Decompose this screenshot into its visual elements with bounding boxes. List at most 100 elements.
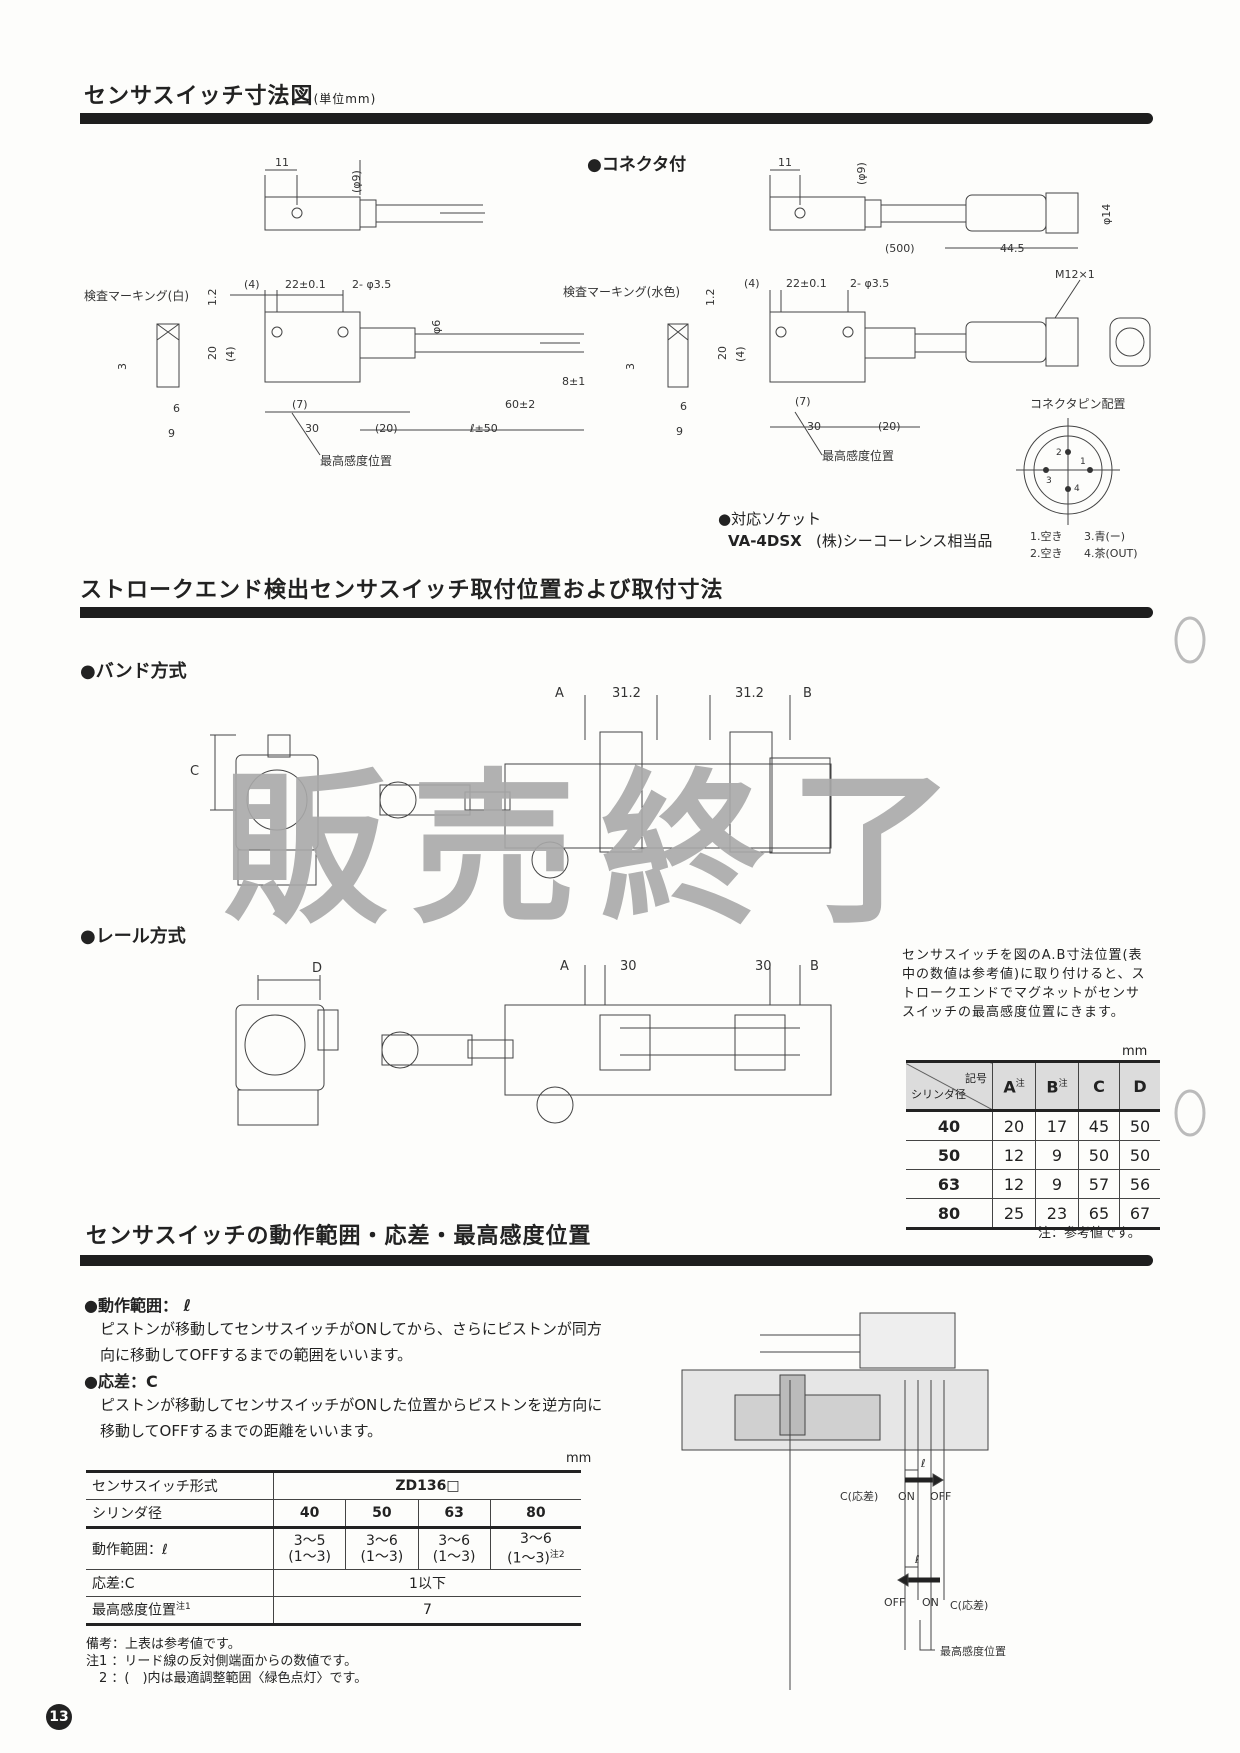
bore: 80	[490, 1499, 581, 1529]
label-on: ON	[898, 1490, 915, 1503]
dim-30: 30	[620, 959, 637, 974]
dim-60: 60±2	[505, 398, 535, 411]
dim-31-2: 31.2	[735, 686, 764, 701]
rail-mount-drawing: D A 30 30 B	[235, 959, 832, 1126]
dim-4: (4)	[744, 277, 760, 290]
rail-label: ●レール方式	[80, 926, 186, 947]
section-title-dimensions: センサスイッチ寸法図(単位mm)	[84, 84, 376, 112]
dim-l: ℓ±50	[469, 422, 498, 435]
row-label: 応差:C	[86, 1569, 274, 1597]
unit-label: (単位mm)	[313, 92, 377, 106]
dim-20: 20	[206, 346, 219, 360]
marking-label: 検査マーキング(水色)	[563, 285, 680, 299]
dim-holes: 2- φ3.5	[850, 277, 889, 290]
range: 3～5	[293, 1532, 326, 1549]
dim-11: 11	[275, 156, 289, 169]
dim-4v: (4)	[224, 346, 237, 362]
bore: 40	[273, 1499, 347, 1529]
pin-2: 2	[1056, 448, 1062, 458]
dim-22: 22±0.1	[285, 278, 326, 291]
cell: 25	[992, 1198, 1037, 1230]
corner-top: 記号	[965, 1072, 987, 1085]
range-optimal: (1～3)	[360, 1548, 404, 1565]
table-notes: 備考：上表は参考値です。 注1 ：リード線の反対側端面からの数値です。 2 ：(…	[86, 1636, 367, 1687]
dim-phi9: (φ9)	[855, 162, 868, 185]
note-mark: 注2	[549, 1550, 565, 1560]
dim-7: (7)	[795, 395, 811, 408]
cell: 9	[1035, 1169, 1079, 1199]
corner-cell: 記号シリンダ径	[906, 1060, 993, 1112]
cell: 12	[992, 1169, 1037, 1199]
diff-heading: ●応差：C	[84, 1372, 158, 1391]
dim-11: 11	[778, 156, 792, 169]
header-text: B	[1046, 1077, 1059, 1097]
connector-pin-layout: コネクタピン配置 1 2 3 4 1.空き 3.青(ー) 2.空き 4.茶(OU…	[1016, 397, 1138, 560]
cell: 56	[1119, 1169, 1160, 1199]
section-divider	[80, 607, 1153, 618]
page-number: 13	[46, 1704, 72, 1730]
label-l: ℓ	[914, 1553, 920, 1566]
pin-legend: 1.空き	[1030, 529, 1063, 543]
row-label: 最高感度位置	[92, 1602, 176, 1619]
cell: 50	[1119, 1110, 1160, 1141]
table-footnote: 注：参考値です。	[1038, 1226, 1141, 1241]
bore: 50	[906, 1140, 993, 1170]
bore: 50	[345, 1499, 419, 1529]
dim-9: 9	[676, 425, 683, 438]
socket-label: ●対応ソケット	[718, 510, 822, 528]
pin-legend: 4.茶(OUT)	[1084, 547, 1138, 560]
section-divider	[80, 1255, 1153, 1266]
dim-C: C	[190, 764, 199, 779]
range: 3～6	[438, 1532, 471, 1549]
cell: 65	[1078, 1198, 1121, 1230]
cell: 12	[992, 1140, 1037, 1170]
dim-phi6: φ6	[430, 320, 443, 334]
dim-B: B	[803, 686, 812, 701]
header-C: C	[1078, 1060, 1121, 1112]
unit-label: mm	[1122, 1044, 1148, 1059]
dim-B: B	[810, 959, 819, 974]
note: 備考：上表は参考値です。	[86, 1637, 241, 1652]
header-A: A注	[992, 1060, 1037, 1112]
table-header: 記号シリンダ径 A注 B注 C D	[906, 1060, 1160, 1112]
label-off: OFF	[884, 1596, 905, 1609]
dim-A: A	[560, 959, 569, 974]
row-label: センサスイッチ形式	[86, 1470, 274, 1500]
note: 注1 ：リード線の反対側端面からの数値です。	[86, 1654, 358, 1669]
corner-bottom: シリンダ径	[911, 1088, 966, 1101]
dim-22: 22±0.1	[786, 277, 827, 290]
section-title-operation: センサスイッチの動作範囲・応差・最高感度位置	[86, 1224, 592, 1249]
dim-1-2: 1.2	[704, 289, 717, 307]
pin-4: 4	[1074, 484, 1080, 494]
dim-20: 20	[716, 346, 729, 360]
dim-31-2: 31.2	[612, 686, 641, 701]
title-text: センサスイッチ寸法図	[84, 84, 314, 109]
cell: 20	[992, 1110, 1037, 1141]
dim-4v: (4)	[734, 346, 747, 362]
pin-legend: 2.空き	[1030, 546, 1063, 560]
label-c: C(応差)	[950, 1598, 988, 1612]
cell: 50	[1078, 1140, 1121, 1170]
header-D: D	[1119, 1060, 1160, 1112]
switch-dimension-left: 検査マーキング(白) (4) 22±0.1 2- φ3.5 1.2 20 (4)…	[84, 278, 585, 468]
dim-7: (7)	[292, 398, 308, 411]
section-title-mounting: ストロークエンド検出センサスイッチ取付位置および取付寸法	[80, 578, 724, 603]
range-optimal: (1～3)	[432, 1548, 476, 1565]
pin-title: コネクタピン配置	[1030, 397, 1126, 411]
dim-3: 3	[624, 363, 637, 370]
binder-hole	[1174, 616, 1206, 664]
note-mark: 注	[1058, 1078, 1068, 1089]
diff-text: ピストンが移動してセンサスイッチがONした位置からピストンを逆方向に移動してOF…	[100, 1396, 603, 1440]
cell: 50	[1119, 1140, 1160, 1170]
switch-top-view-left: 11 (φ9)	[264, 156, 485, 231]
dim-500: (500)	[885, 242, 915, 255]
section-divider	[80, 113, 1153, 124]
pin-legend: 3.青(ー)	[1084, 530, 1125, 543]
sensitivity-label: 最高感度位置	[320, 453, 392, 468]
